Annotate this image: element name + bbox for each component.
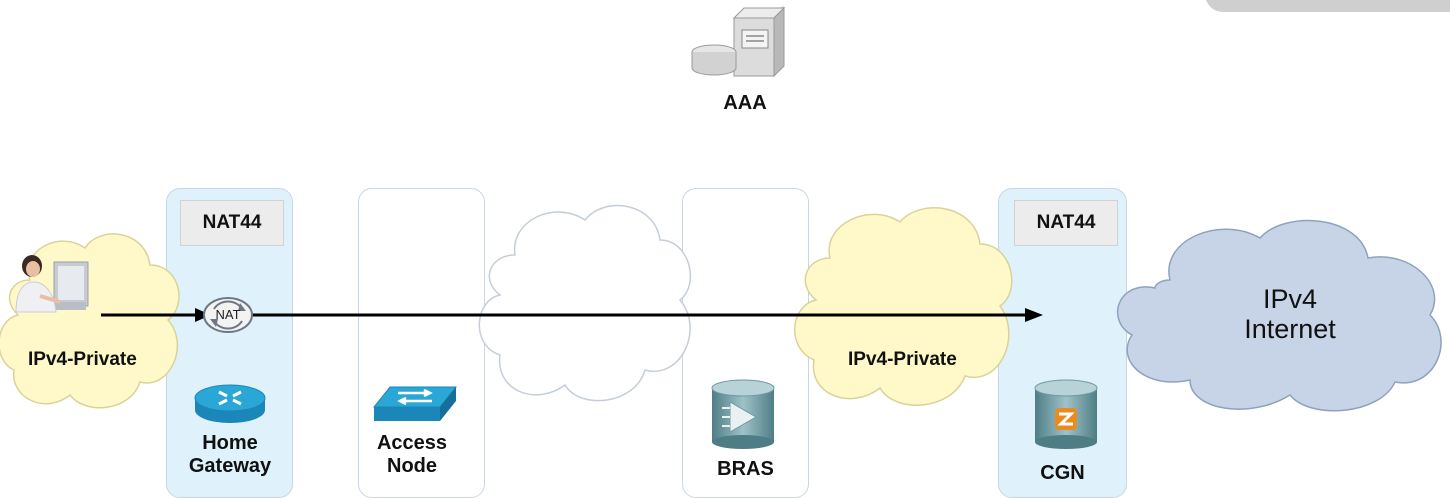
user-pc-icon <box>15 255 89 313</box>
private-cloud-right <box>794 207 1013 406</box>
access-node-label-line2: Node <box>387 455 437 477</box>
private-cloud-left-label: IPv4-Private <box>28 349 137 370</box>
router-icon <box>194 384 266 423</box>
transport-cloud <box>478 204 692 402</box>
cgn-label: CGN <box>1040 462 1085 484</box>
access-node-panel <box>358 188 485 498</box>
home-gateway-label: Home Gateway <box>170 432 290 478</box>
nat-icon-text: NAT <box>215 307 241 322</box>
bras-router-icon <box>711 379 775 449</box>
aaa-server: AAA <box>690 4 800 124</box>
private-cloud-left <box>0 233 180 409</box>
switch-icon <box>372 386 458 421</box>
nat44-home-badge: NAT44 <box>180 200 284 246</box>
bras-label: BRAS <box>717 458 774 480</box>
access-node-label: Access Node <box>352 432 472 478</box>
home-gateway-label-line1: Home <box>202 432 258 454</box>
private-cloud-right-label: IPv4-Private <box>848 349 957 370</box>
server-icon <box>691 6 786 78</box>
internet-cloud <box>1116 219 1442 412</box>
aaa-label: AAA <box>723 92 767 114</box>
internet-label-line2: Internet <box>1244 314 1336 344</box>
corner-decoration <box>1205 0 1450 12</box>
home-gateway-label-line2: Gateway <box>188 455 272 477</box>
nat-icon <box>203 297 253 333</box>
cgn-router-icon <box>1034 379 1098 449</box>
internet-cloud-label: IPv4 Internet <box>1220 284 1360 344</box>
nat44-cgn-badge: NAT44 <box>1014 200 1118 246</box>
access-node-label-line1: Access <box>376 432 448 454</box>
internet-label-line1: IPv4 <box>1262 284 1318 314</box>
nat-node: NAT <box>200 295 256 335</box>
